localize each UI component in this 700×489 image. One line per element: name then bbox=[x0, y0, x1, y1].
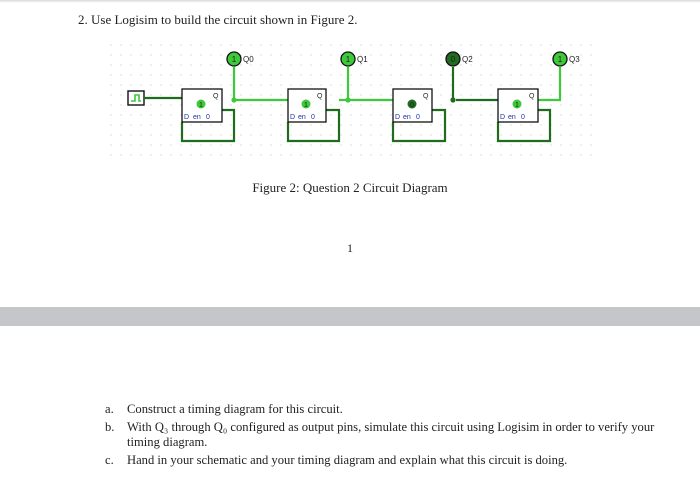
figure-caption: Figure 2: Question 2 Circuit Diagram bbox=[252, 180, 448, 195]
zero-label: 0 bbox=[206, 114, 210, 121]
en-label: en bbox=[193, 114, 201, 121]
d-label: D bbox=[290, 114, 295, 121]
junction-dot bbox=[345, 97, 351, 103]
en-label: en bbox=[508, 114, 516, 121]
flipflop-1[interactable]: 1 Q D en 0 bbox=[287, 88, 327, 123]
task-item-b: b. With Q₃ through Q₀ configured as outp… bbox=[105, 420, 665, 450]
task-text: Hand in your schematic and your timing d… bbox=[127, 453, 568, 467]
pin-label: Q2 bbox=[462, 55, 473, 64]
q-label: Q bbox=[213, 93, 219, 100]
question-number: 2. bbox=[78, 12, 88, 27]
ff-state: 1 bbox=[199, 102, 203, 109]
question-2: 2. Use Logisim to build the circuit show… bbox=[78, 12, 357, 28]
clock-input bbox=[127, 90, 145, 106]
pin-value: 1 bbox=[346, 55, 351, 64]
q-label: Q bbox=[423, 93, 429, 100]
task-text: Construct a timing diagram for this circ… bbox=[127, 402, 343, 416]
output-pin-q2[interactable]: 0 Q2 bbox=[445, 51, 473, 67]
zero-label: 0 bbox=[521, 114, 525, 121]
pin-label: Q3 bbox=[569, 55, 580, 64]
d-label: D bbox=[184, 114, 189, 121]
pin-label: Q0 bbox=[243, 55, 254, 64]
circuit-diagram: 1 Q D en 0 1 Q D en 0 0 Q D en 0 1 bbox=[110, 44, 595, 156]
output-pin-q1[interactable]: 1 Q1 bbox=[340, 51, 368, 67]
flipflop-2[interactable]: 0 Q D en 0 bbox=[392, 88, 433, 123]
flipflop-3[interactable]: 1 Q D en 0 bbox=[497, 88, 539, 123]
d-label: D bbox=[395, 114, 400, 121]
task-label: a. bbox=[105, 402, 114, 416]
task-list: a. Construct a timing diagram for this c… bbox=[105, 402, 665, 471]
junction-dot bbox=[231, 97, 237, 103]
pin-value: 1 bbox=[232, 55, 237, 64]
junction-dot bbox=[450, 97, 456, 103]
task-label: b. bbox=[105, 420, 115, 434]
page-top-edge bbox=[0, 0, 700, 3]
flipflop-0[interactable]: 1 Q D en 0 bbox=[181, 88, 223, 123]
ff-state: 1 bbox=[304, 102, 308, 109]
d-label: D bbox=[500, 114, 505, 121]
task-item-a: a. Construct a timing diagram for this c… bbox=[105, 402, 665, 417]
task-label: c. bbox=[105, 453, 114, 467]
output-pin-q0[interactable]: 1 Q0 bbox=[226, 51, 254, 67]
dark-wires bbox=[144, 96, 552, 143]
pin-value: 0 bbox=[451, 55, 456, 64]
q-label: Q bbox=[529, 93, 535, 100]
pin-label: Q1 bbox=[357, 55, 368, 64]
zero-label: 0 bbox=[416, 114, 420, 121]
output-pin-q3[interactable]: 1 Q3 bbox=[552, 51, 580, 67]
document-page-2: a. Construct a timing diagram for this c… bbox=[0, 326, 700, 489]
question-text: Use Logisim to build the circuit shown i… bbox=[91, 12, 358, 27]
pin-value: 1 bbox=[558, 55, 563, 64]
en-label: en bbox=[298, 114, 306, 121]
task-item-c: c. Hand in your schematic and your timin… bbox=[105, 453, 665, 468]
task-text: With Q₃ through Q₀ configured as output … bbox=[127, 420, 655, 449]
document-page-1: 2. Use Logisim to build the circuit show… bbox=[0, 0, 700, 255]
q-label: Q bbox=[317, 93, 323, 100]
zero-label: 0 bbox=[311, 114, 315, 121]
ff-state: 1 bbox=[515, 102, 519, 109]
page-separator bbox=[0, 307, 700, 326]
en-label: en bbox=[403, 114, 411, 121]
page-number: 1 bbox=[347, 241, 353, 255]
ff-state: 0 bbox=[410, 102, 414, 109]
